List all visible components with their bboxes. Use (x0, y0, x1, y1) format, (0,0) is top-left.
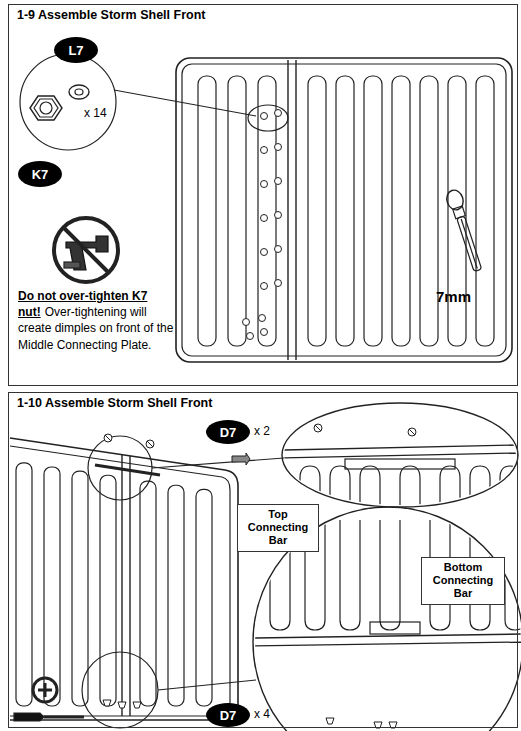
part-label-box: Bottom Connecting Bar (421, 557, 505, 605)
part-name: Bottom Connecting Bar (433, 561, 494, 599)
part-code: K7 (32, 167, 49, 182)
step-title: 1-9 Assemble Storm Shell Front (15, 8, 207, 22)
part-callout: K7 (18, 161, 62, 187)
part-code: L7 (68, 43, 83, 58)
part-callout: D7 (206, 420, 250, 444)
quantity-label: x 4 (254, 707, 270, 721)
warning-note: Do not over-tighten K7 nut!Over-tighteni… (18, 288, 178, 353)
part-code: D7 (220, 708, 237, 723)
tool-size: 7mm (436, 288, 471, 305)
quantity-label: x 14 (84, 106, 107, 120)
part-code: D7 (220, 425, 237, 440)
part-name: Top Connecting Bar (248, 508, 309, 546)
part-callout: L7 (54, 37, 98, 63)
quantity-label: x 2 (254, 424, 270, 438)
warning-text: Over-tightening will create dimples on f… (18, 305, 173, 351)
part-callout: D7 (206, 703, 250, 727)
step-panel: 1-10 Assemble Storm Shell FrontD7Top Con… (8, 392, 518, 728)
part-label-box: Top Connecting Bar (237, 504, 319, 552)
step-title: 1-10 Assemble Storm Shell Front (15, 396, 214, 410)
